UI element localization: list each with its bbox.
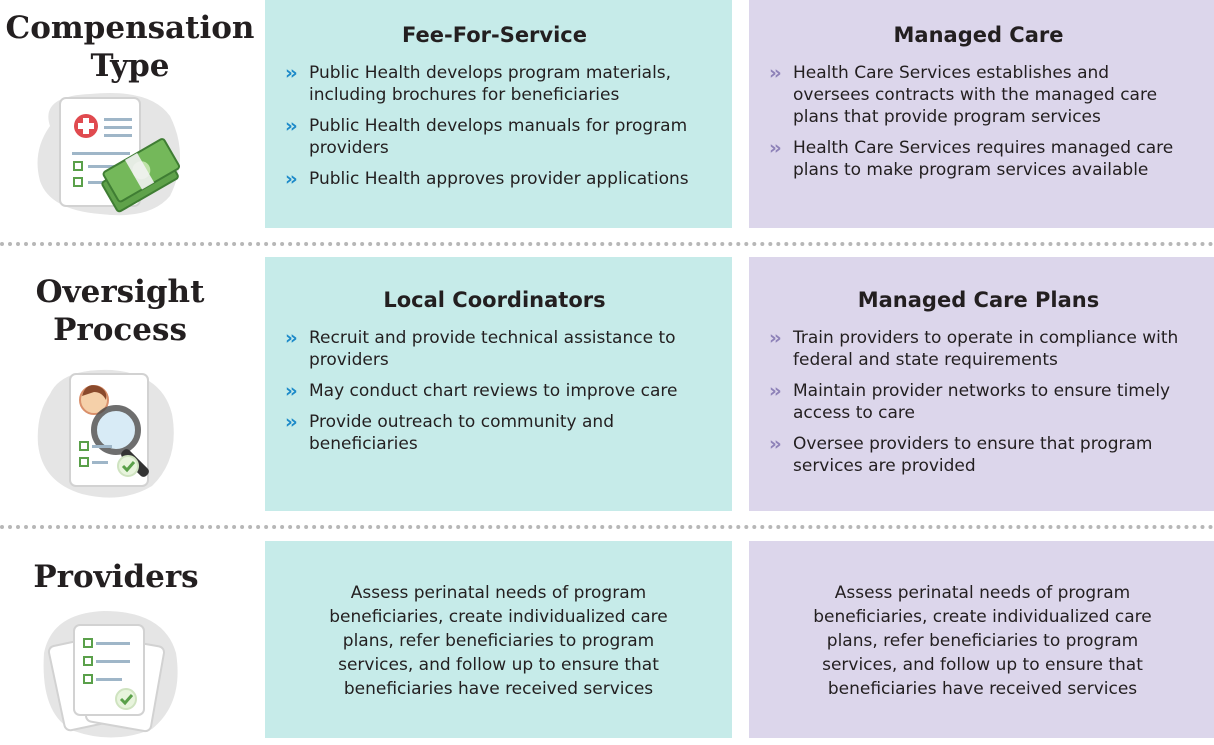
panel-title: Local Coordinators [383,288,606,312]
bullet-item: ››Public Health approves provider applic… [285,168,689,190]
double-chevron-icon: ›› [285,327,298,349]
document-magnifier-icon [32,364,182,502]
panel-local-coordinators: Local Coordinators ››Recruit and provide… [265,257,732,511]
double-chevron-icon: ›› [769,327,782,349]
row-title-line2: Type [90,48,170,84]
double-chevron-icon: ›› [769,433,782,455]
bullet-item: ››Train providers to operate in complian… [769,327,1179,370]
row-title-providers: Providers [0,558,246,596]
double-chevron-icon: ›› [769,62,782,84]
bullet-item: ››Public Health develops program materia… [285,62,672,105]
bullet-item: ››Oversee providers to ensure that progr… [769,433,1153,476]
bullet-item: ››Public Health develops manuals for pro… [285,115,688,158]
providers-description: Assess perinatal needs of program benefi… [813,583,1152,699]
double-chevron-icon: ›› [285,115,298,137]
bullet-item: ››Recruit and provide technical assistan… [285,327,676,370]
row-title-line1: Providers [33,559,199,595]
row-providers: Providers Assess perinatal needs of prog… [0,541,1214,741]
row-compensation-type: Compensation Type Fee-For-S [0,0,1214,230]
stacked-documents-icon [34,603,184,741]
double-chevron-icon: ›› [769,137,782,159]
panel-title: Fee-For-Service [402,23,587,47]
double-chevron-icon: ›› [285,411,298,433]
double-chevron-icon: ›› [285,380,298,402]
double-chevron-icon: ›› [769,380,782,402]
panel-providers-left: Assess perinatal needs of program benefi… [265,541,732,738]
double-chevron-icon: ›› [285,62,298,84]
row-title-line1: Oversight [35,274,205,310]
panel-title: Managed Care [893,23,1064,47]
panel-providers-right: Assess perinatal needs of program benefi… [749,541,1214,738]
bullet-item: ››Health Care Services requires managed … [769,137,1174,180]
bullet-list: ››Public Health develops program materia… [283,62,706,190]
row-title-oversight-process: Oversight Process [0,273,250,349]
bullet-list: ››Health Care Services establishes and o… [767,62,1190,181]
row-oversight-process: Oversight Process Local Coordinators ››R… [0,257,1214,512]
providers-description: Assess perinatal needs of program benefi… [329,583,668,699]
double-chevron-icon: ›› [285,168,298,190]
row-title-line2: Process [53,312,187,348]
bullet-item: ››May conduct chart reviews to improve c… [285,380,678,402]
medical-form-money-icon [30,86,190,221]
dotted-divider [0,242,1214,246]
bullet-list: ››Train providers to operate in complian… [767,327,1190,477]
row-title-compensation-type: Compensation Type [0,9,260,85]
panel-title: Managed Care Plans [857,288,1100,312]
panel-managed-care-plans: Managed Care Plans ››Train providers to … [749,257,1214,511]
dotted-divider [0,525,1214,529]
bullet-item: ››Health Care Services establishes and o… [769,62,1158,127]
row-title-line1: Compensation [5,10,255,46]
panel-managed-care: Managed Care ››Health Care Services esta… [749,0,1214,228]
bullet-item: ››Provide outreach to community and bene… [285,411,614,454]
bullet-item: ››Maintain provider networks to ensure t… [769,380,1171,423]
bullet-list: ››Recruit and provide technical assistan… [283,327,706,455]
panel-fee-for-service: Fee-For-Service ››Public Health develops… [265,0,732,228]
